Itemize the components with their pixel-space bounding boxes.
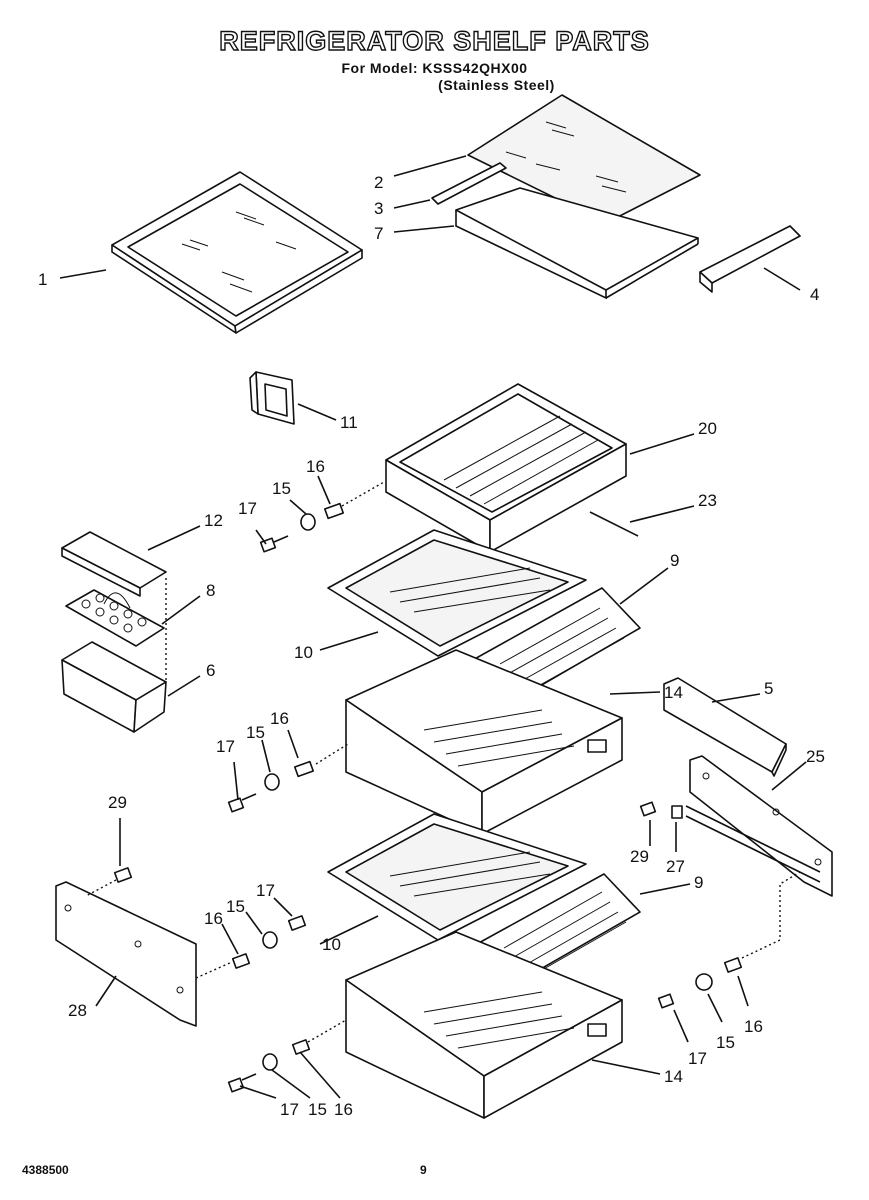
hardware-upper-crisper xyxy=(227,743,349,813)
part-28-left-support xyxy=(55,881,197,1027)
page-number: 9 xyxy=(420,1163,427,1177)
callout-28: 28 xyxy=(68,1001,87,1020)
part-3-front-rail xyxy=(431,162,507,205)
callout-16-lower-crisper: 16 xyxy=(334,1100,353,1119)
hardware-left-support xyxy=(195,915,307,979)
callout-17-upper-crisper: 17 xyxy=(216,737,235,756)
callout-15-right-support: 15 xyxy=(716,1033,735,1052)
callout-29-right: 29 xyxy=(630,847,649,866)
part-14-lower-crisper xyxy=(345,931,623,1119)
callout-27: 27 xyxy=(666,857,685,876)
part-8-egg-tray xyxy=(65,589,165,647)
callout-29-left: 29 xyxy=(108,793,127,812)
hardware-right-support xyxy=(657,871,801,1009)
callout-15-top: 15 xyxy=(272,479,291,498)
part-14-upper-crisper xyxy=(345,649,623,835)
part-27-clip xyxy=(671,805,683,819)
callout-7: 7 xyxy=(374,224,383,243)
callout-17-lower-crisper: 17 xyxy=(280,1100,299,1119)
part-4-side-rail xyxy=(699,225,801,293)
part-12-egg-bin-lid xyxy=(61,531,167,597)
callout-25: 25 xyxy=(806,747,825,766)
callout-10-lower: 10 xyxy=(322,935,341,954)
part-10-lower-crisper-cover xyxy=(327,813,587,941)
callout-leaders xyxy=(59,155,807,1099)
callout-2: 2 xyxy=(374,173,383,192)
callout-labels: 1 2 3 7 4 11 20 23 16 15 17 12 8 6 9 10 … xyxy=(38,173,825,1119)
callout-15-left-support: 15 xyxy=(226,897,245,916)
callout-16-right-support: 16 xyxy=(744,1017,763,1036)
callout-17-right-support: 17 xyxy=(688,1049,707,1068)
callout-16-upper-crisper: 16 xyxy=(270,709,289,728)
callout-14-lower: 14 xyxy=(664,1067,683,1086)
callout-5: 5 xyxy=(764,679,773,698)
callout-17-left-support: 17 xyxy=(256,881,275,900)
callout-16-left-support: 16 xyxy=(204,909,223,928)
callout-15-lower-crisper: 15 xyxy=(308,1100,327,1119)
part-11-bracket xyxy=(249,371,295,425)
callout-14-upper: 14 xyxy=(664,683,683,702)
callout-17-top: 17 xyxy=(238,499,257,518)
hardware-lower-crisper xyxy=(227,1019,347,1093)
part-7-shelf-frame xyxy=(455,187,699,300)
hardware-screw-29-left xyxy=(85,867,133,897)
page-title: REFRIGERATOR SHELF PARTS xyxy=(219,25,650,56)
model-line: For Model: KSSS42QHX00 xyxy=(341,60,528,76)
callout-4: 4 xyxy=(810,285,819,304)
part-25-right-support xyxy=(685,755,833,897)
callout-3: 3 xyxy=(374,199,383,218)
part-23-glide-rod xyxy=(589,511,639,537)
hardware-screw-29-right xyxy=(639,801,657,817)
part-20-top-pan xyxy=(385,383,627,553)
callout-9-upper: 9 xyxy=(670,551,679,570)
part-5-side-cover xyxy=(663,677,787,777)
callout-12: 12 xyxy=(204,511,223,530)
part-1-glass-shelf xyxy=(111,171,363,334)
variant-line: (Stainless Steel) xyxy=(438,77,555,93)
part-10-upper-crisper-cover xyxy=(327,529,587,657)
callout-9-lower: 9 xyxy=(694,873,703,892)
callout-20: 20 xyxy=(698,419,717,438)
callout-15-upper-crisper: 15 xyxy=(246,723,265,742)
callout-8: 8 xyxy=(206,581,215,600)
callout-6: 6 xyxy=(206,661,215,680)
callout-16-top: 16 xyxy=(306,457,325,476)
part-6-egg-bin xyxy=(61,641,167,733)
callout-10-upper: 10 xyxy=(294,643,313,662)
callout-23: 23 xyxy=(698,491,717,510)
callout-1: 1 xyxy=(38,270,47,289)
document-number: 4388500 xyxy=(22,1163,69,1177)
callout-11: 11 xyxy=(340,413,358,432)
